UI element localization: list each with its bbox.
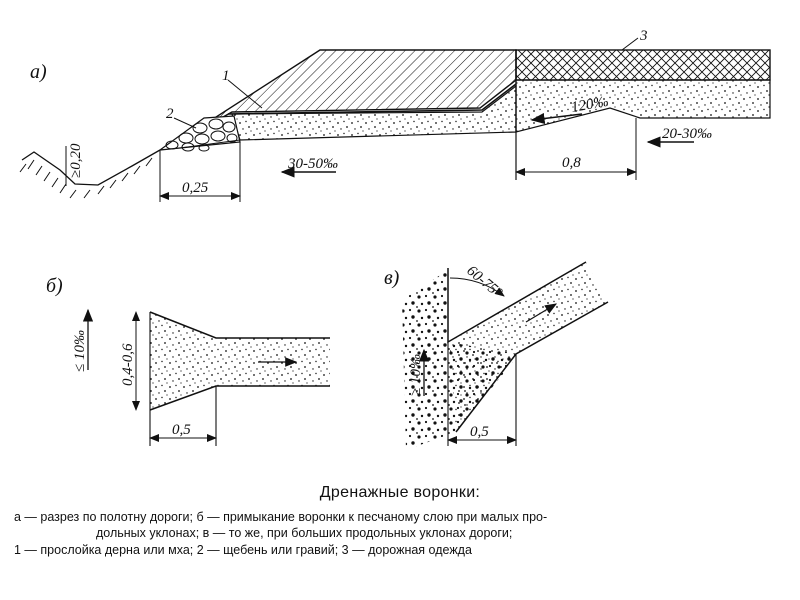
- slope-120-label: 120‰: [570, 94, 610, 116]
- height-min-label: ≥0,20: [68, 143, 84, 178]
- label-2: 2: [166, 106, 174, 122]
- slope-le10-label: ≤ 10‰: [72, 330, 88, 372]
- angle-label: 60-75°: [463, 263, 505, 302]
- panel-b-label: б): [46, 275, 63, 297]
- funnel-sand-b: [150, 312, 330, 410]
- dim-08: [515, 118, 637, 180]
- len-05-c-label: 0,5: [470, 424, 489, 440]
- slope-20-30-label: 20-30‰: [662, 126, 712, 142]
- caption-line-1: а — разрез по полотну дороги; б — примык…: [14, 510, 548, 524]
- caption-title: Дренажные воронки:: [319, 484, 481, 501]
- road-pavement: [515, 49, 771, 81]
- slope-ge10-label: ≥ 10‰: [408, 354, 424, 396]
- len-05-b-label: 0,5: [172, 422, 191, 438]
- label-1: 1: [222, 68, 230, 84]
- slope-30-50-label: 30-50‰: [287, 156, 338, 172]
- funnel-width-label: 0,4-0,6: [120, 343, 136, 386]
- panel-b: б) 0,5 0,4-0,6 ≤ 10‰: [46, 275, 330, 446]
- width-025-label: 0,25: [182, 180, 209, 196]
- sand-layer-right: [515, 79, 771, 133]
- panel-a: а): [19, 28, 771, 202]
- ditch-ground: [19, 149, 161, 199]
- width-08-label: 0,8: [562, 155, 581, 171]
- caption-line-3: 1 — прослойка дерна или мха; 2 — щебень …: [14, 543, 472, 557]
- panel-a-label: а): [30, 61, 47, 83]
- moss-interlayer: [227, 83, 517, 115]
- drainage-funnels-figure: а): [19, 28, 771, 450]
- label-3: 3: [639, 28, 648, 44]
- panel-c: в) 60-75° 0,5 ≥ 10‰: [384, 261, 609, 450]
- panel-c-label: в): [384, 267, 400, 289]
- caption-line-2: дольных уклонах; в — то же, при больших …: [96, 526, 513, 540]
- dim-025: [159, 142, 241, 202]
- gravel-fill: [157, 115, 241, 152]
